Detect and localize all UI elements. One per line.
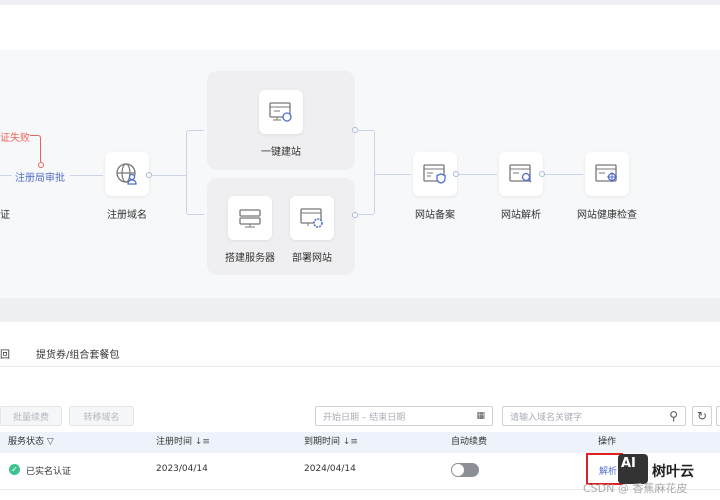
top-header [0, 5, 720, 50]
col-status: 服务状态 ▽ [8, 432, 54, 453]
watermark-logo: AI [618, 454, 648, 484]
one-click-site-label: 一键建站 [261, 147, 301, 158]
col-status-label: 服务状态 [8, 437, 45, 447]
col-registered: 注册时间 ↓≡ [156, 432, 210, 453]
table-header [0, 432, 720, 453]
monitor-search-icon [509, 164, 532, 183]
build-server-label: 搭建服务器 [225, 253, 275, 264]
col-expires: 到期时间 ↓≡ [304, 432, 358, 453]
tab-divider [0, 366, 720, 367]
col-expires-label: 到期时间 [304, 437, 341, 447]
connector [375, 174, 411, 175]
one-click-site-node[interactable] [259, 90, 303, 134]
deploy-site-node[interactable] [290, 196, 334, 240]
refresh-button[interactable]: ↻ [692, 406, 712, 426]
connector [152, 175, 186, 176]
registered-date: 2023/04/14 [156, 464, 208, 474]
settings-button[interactable] [716, 406, 720, 426]
connector-dot [453, 171, 459, 177]
col-auto-renew: 自动续费 [451, 437, 488, 447]
site-filing-label: 网站备案 [415, 210, 455, 221]
globe-user-icon [116, 163, 137, 185]
resolve-link[interactable]: 解析 [599, 467, 618, 477]
connector [70, 175, 103, 176]
check-circle-icon: ✓ [9, 464, 20, 475]
fail-label: 证失败 [0, 133, 30, 144]
expires-date: 2024/04/14 [304, 464, 356, 474]
site-filing-node[interactable] [413, 152, 457, 196]
transfer-domain-button[interactable]: 转移域名 [69, 406, 134, 426]
merge-connector [357, 130, 375, 215]
site-resolution-label: 网站解析 [501, 210, 541, 221]
site-health-check-label: 网站健康检查 [577, 210, 637, 221]
review-label: 注册局审批 [15, 173, 65, 184]
site-health-check-node[interactable] [585, 152, 629, 196]
connector [545, 174, 583, 175]
search-placeholder: 请输入域名关键字 [510, 412, 583, 423]
watermark-logo-text: AI [621, 456, 636, 471]
fail-connector [30, 135, 41, 165]
connector-dot [539, 171, 545, 177]
row-divider [0, 489, 720, 490]
tab-prev[interactable]: 回 [0, 350, 10, 361]
connector-dot [352, 212, 358, 218]
status-text: 已实名认证 [26, 467, 72, 477]
batch-renew-button[interactable]: 批量续费 [0, 406, 62, 426]
server-icon [239, 209, 261, 228]
refresh-icon: ↻ [696, 409, 708, 423]
sort-icon[interactable]: ↓≡ [194, 437, 210, 447]
register-domain-node[interactable] [105, 152, 149, 196]
build-server-node[interactable] [228, 196, 272, 240]
search-icon[interactable]: ⚲ [669, 409, 678, 423]
calendar-icon[interactable]: ▦ [476, 411, 485, 421]
site-resolution-node[interactable] [499, 152, 543, 196]
monitor-target-icon [595, 164, 617, 182]
fail-dot [38, 162, 44, 168]
search-input[interactable]: 请输入域名关键字 ⚲ [502, 406, 686, 426]
register-domain-label: 注册域名 [107, 210, 147, 221]
watermark-brand: 树叶云 [652, 464, 694, 480]
tab-voucher-package[interactable]: 提货券/组合套餐包 [36, 350, 120, 361]
date-range-input[interactable]: 开始日期 – 结束日期 ▦ [315, 406, 493, 426]
sort-icon[interactable]: ↓≡ [342, 437, 358, 447]
connector-dot [146, 172, 152, 178]
monitor-shield-icon [423, 164, 446, 184]
deploy-site-label: 部署网站 [292, 253, 332, 264]
monitor-refresh-icon [269, 102, 292, 122]
left-step-label: 证 [0, 210, 10, 221]
auto-renew-toggle[interactable] [451, 463, 479, 477]
watermark-credit: CSDN @ 香蕉麻花皮 [583, 482, 688, 495]
connector [0, 175, 12, 176]
connector [459, 174, 497, 175]
col-actions: 操作 [598, 437, 617, 447]
monitor-gear-icon [300, 208, 323, 228]
branch-connector [186, 130, 204, 215]
col-registered-label: 注册时间 [156, 437, 193, 447]
date-placeholder: 开始日期 – 结束日期 [323, 412, 406, 423]
filter-icon[interactable]: ▽ [46, 437, 54, 447]
